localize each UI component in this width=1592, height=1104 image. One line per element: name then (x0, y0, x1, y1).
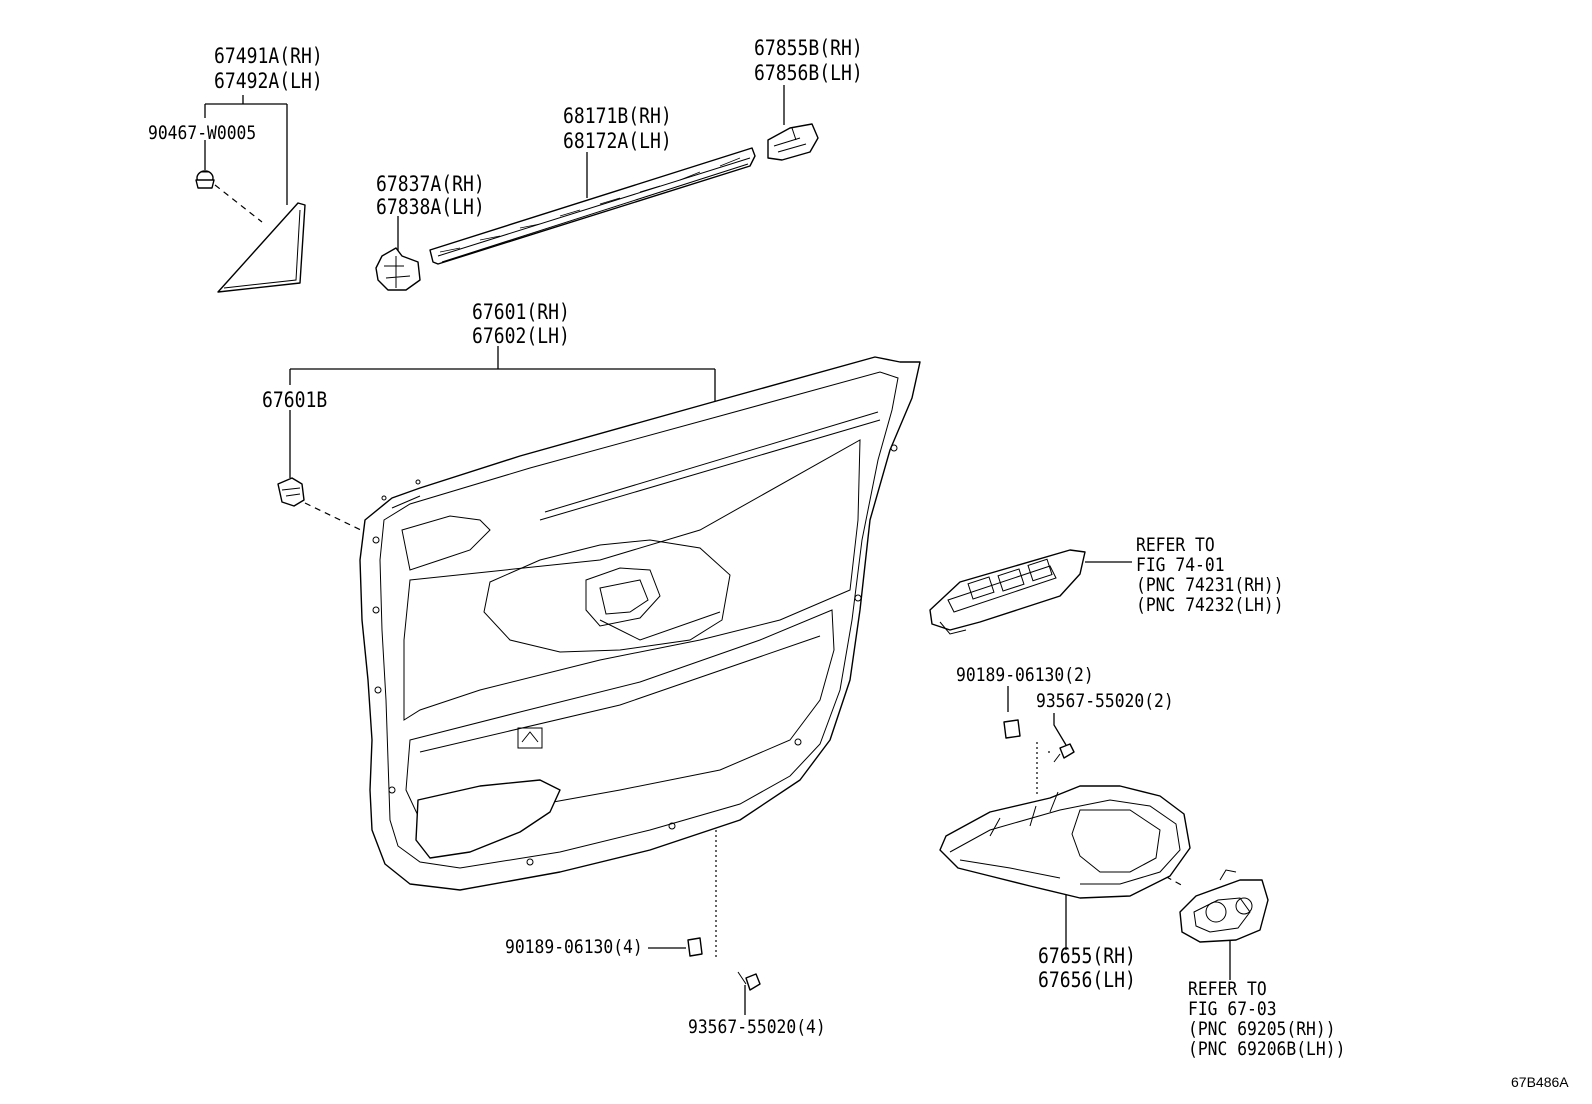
figure-code: 67B486A (1511, 1074, 1569, 1090)
screw-93567-4 (737, 971, 761, 991)
bracket-67855 (767, 123, 819, 161)
inside-handle (1179, 869, 1269, 943)
screw-93567-2 (1053, 743, 1075, 763)
label-90189-2: 90189-06130(2) (956, 664, 1094, 686)
label-ref67-line4: (PNC 69206B(LH)) (1188, 1038, 1346, 1060)
label-68172a: 68172A(LH) (563, 129, 672, 153)
switch-bezel (929, 549, 1086, 635)
label-ref67-line2: FIG 67-03 (1188, 998, 1277, 1020)
weatherstrip-68171 (429, 147, 756, 265)
label-67491a: 67491A(RH) (214, 44, 323, 68)
label-67601: 67601(RH) (472, 300, 570, 324)
label-67601b: 67601B (262, 388, 328, 412)
label-68171b: 68171B(RH) (563, 104, 672, 128)
label-67855b: 67855B(RH) (754, 36, 863, 60)
garnish-67491 (217, 202, 306, 293)
label-ref67-line3: (PNC 69205(RH)) (1188, 1018, 1336, 1040)
panel-clip-holes (372, 444, 898, 866)
label-ref67-line1: REFER TO (1188, 978, 1267, 1000)
label-67492a: 67492A(LH) (214, 69, 323, 93)
label-67656: 67656(LH) (1038, 968, 1136, 992)
clip-90467 (195, 170, 215, 189)
label-ref74-line2: FIG 74-01 (1136, 554, 1225, 576)
label-ref74-line1: REFER TO (1136, 534, 1215, 556)
label-67856b: 67856B(LH) (754, 61, 863, 85)
label-67602: 67602(LH) (472, 324, 570, 348)
label-93567-4: 93567-55020(4) (688, 1016, 826, 1038)
clip-90189-2 (1003, 719, 1021, 739)
label-67655: 67655(RH) (1038, 944, 1136, 968)
label-67838a: 67838A(LH) (376, 195, 485, 219)
label-ref74-line3: (PNC 74231(RH)) (1136, 574, 1284, 596)
label-ref74-line4: (PNC 74232(LH)) (1136, 594, 1284, 616)
label-90467: 90467-W0005 (148, 122, 257, 144)
door-trim-panel (359, 356, 921, 891)
clip-67601b (277, 477, 305, 507)
armrest-base-67655 (939, 785, 1191, 899)
label-90189-4: 90189-06130(4) (505, 936, 643, 958)
label-67837a: 67837A(RH) (376, 172, 485, 196)
clip-90189-4 (687, 937, 703, 957)
bracket-67837 (375, 247, 421, 291)
label-93567-2: 93567-55020(2) (1036, 690, 1174, 712)
